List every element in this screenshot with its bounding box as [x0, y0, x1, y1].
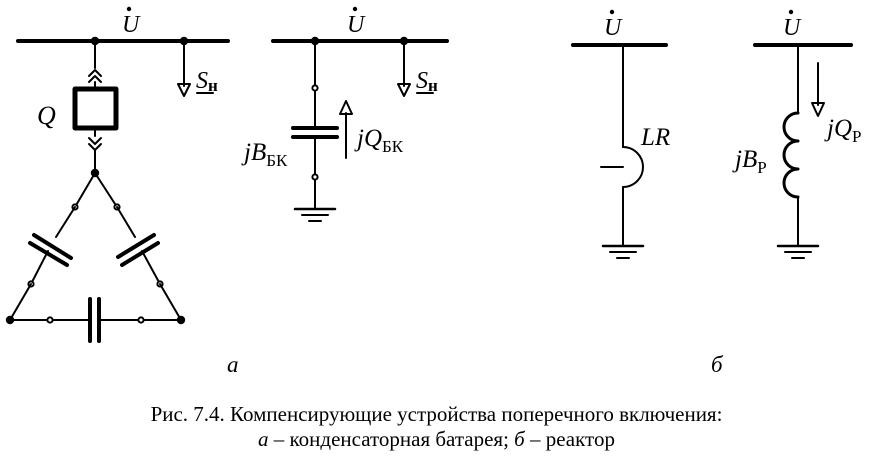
reactor-power-arrow-head	[811, 102, 825, 117]
lr-device	[571, 43, 668, 259]
part-b-label: б	[711, 352, 724, 377]
switch-chevron-top-1	[88, 69, 102, 77]
delta-capacitor-bank	[5, 36, 230, 343]
capacitor-power-label: jQБК	[354, 125, 404, 156]
reactor-lr-label: LR	[640, 124, 670, 151]
reactor-coil	[782, 111, 800, 199]
delta-left-wire-4	[9, 283, 32, 321]
u-dot-3	[609, 9, 615, 15]
load-label-2: Sн	[416, 68, 438, 95]
reactor-susceptance-label: jBР	[732, 146, 767, 177]
u-dot-4	[788, 9, 794, 15]
load-arrow-2	[397, 83, 411, 97]
bus-voltage-label-3: U	[604, 15, 623, 41]
compensator-box	[72, 86, 119, 131]
compensator-label: Q	[37, 101, 56, 130]
cap-terminal-bottom	[311, 173, 319, 181]
delta-bottom-terminal-1	[46, 316, 54, 324]
delta-left-wire-3	[30, 250, 49, 285]
delta-bottom-terminal-2	[137, 316, 145, 324]
schematic-figure: U U U U Sн Sн Q jBБК jQБК LR jBР jQР	[5, 6, 861, 377]
delta-right-cap-plate-2	[120, 241, 160, 267]
lr-arc	[622, 146, 644, 188]
load-label-1: Sн	[196, 68, 218, 95]
delta-right-cap-plate-1	[116, 233, 156, 259]
caption-part-b-text: – реактор	[524, 427, 615, 451]
load-arrow-1	[177, 83, 191, 97]
shunt-capacitor	[271, 36, 449, 222]
caption-part-a: а	[258, 427, 269, 451]
capacitor-power-arrow-head	[339, 100, 353, 115]
capacitor-susceptance-label: jBБК	[241, 139, 288, 170]
bus-voltage-label-4: U	[783, 15, 802, 41]
switch-chevron-top-2	[88, 75, 102, 83]
part-a-label: а	[227, 352, 239, 377]
caption-part-a-text: – конденсаторная батарея;	[268, 427, 515, 451]
u-dot-1	[126, 6, 132, 12]
delta-right-wire-4	[159, 283, 182, 321]
figure-caption-line-1: Рис. 7.4. Компенсирующие устройства попе…	[150, 402, 723, 426]
bus-voltage-label-1: U	[122, 12, 141, 38]
delta-right-wire-2	[116, 206, 136, 238]
cap-terminal-top	[311, 84, 319, 92]
bus-voltage-label-2: U	[347, 12, 366, 38]
reactor-power-label: jQР	[824, 115, 861, 146]
caption-part-b: б	[514, 427, 525, 451]
delta-right-wire-1	[94, 172, 118, 208]
delta-left-wire-2	[55, 206, 76, 238]
u-dot-2	[352, 6, 358, 12]
switch-chevron-bottom-1	[88, 137, 102, 145]
delta-left-wire-1	[74, 172, 96, 208]
delta-left-cap-plate-2	[28, 241, 69, 267]
shunt-reactor	[753, 43, 853, 259]
delta-right-wire-3	[141, 250, 161, 285]
figure-caption-line-2: а – конденсаторная батарея; б – реактор	[0, 427, 873, 452]
delta-left-cap-plate-1	[32, 233, 73, 260]
